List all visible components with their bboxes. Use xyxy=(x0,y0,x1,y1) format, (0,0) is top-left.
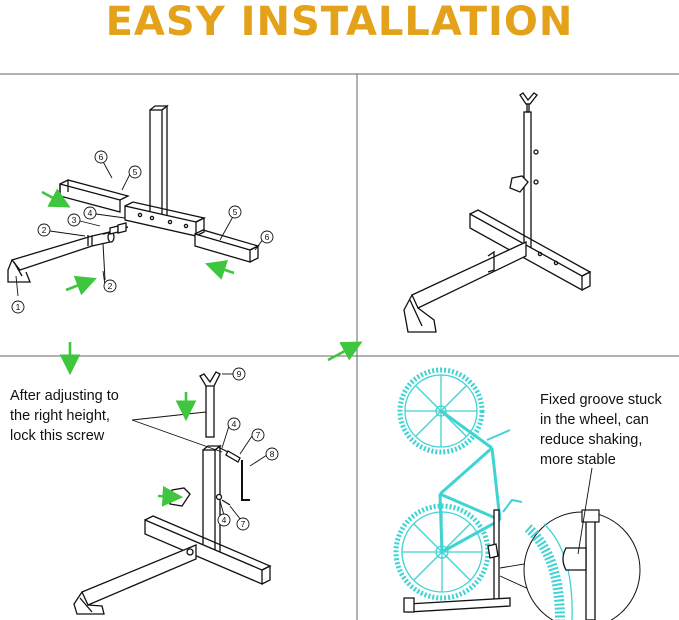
callout-2-bottom xyxy=(103,279,117,293)
note-line: the right height, xyxy=(10,408,110,424)
callout-2-left xyxy=(37,223,51,237)
callout-6-top xyxy=(94,150,108,164)
screw-parts xyxy=(87,222,129,281)
callout-7-upper xyxy=(251,428,265,442)
front-arm xyxy=(7,231,115,283)
callout-4-upper xyxy=(227,417,241,431)
upper-post-tube xyxy=(199,371,221,438)
vertical-post xyxy=(149,104,169,221)
callout-label: 6 xyxy=(265,232,270,242)
callout-3 xyxy=(67,213,81,227)
panel-1-arrows xyxy=(41,188,363,376)
callout-1 xyxy=(11,300,25,314)
callout-4 xyxy=(83,206,97,220)
panel-3-arrows xyxy=(157,392,197,507)
green-arrow-icon xyxy=(157,485,184,507)
panel-1-callout-labels: 6 5 4 3 2 2 1 5 6 xyxy=(16,152,270,312)
callout-7-lower xyxy=(236,517,250,531)
panel-4-note: Fixed groove stuck in the wheel, can red… xyxy=(540,390,662,470)
page-title-text: EASY INSTALLATION xyxy=(105,0,574,45)
panel-3-note: After adjusting to the right height, loc… xyxy=(10,386,119,446)
panel-1-callouts xyxy=(11,150,274,314)
panel-3-post-assembly xyxy=(73,371,272,615)
callout-label: 5 xyxy=(233,207,238,217)
callout-label: 7 xyxy=(241,519,246,529)
assembled-post xyxy=(509,92,539,253)
callout-label: 4 xyxy=(222,515,227,525)
callout-6-right xyxy=(260,230,274,244)
callout-label: 4 xyxy=(88,208,93,218)
note-line: reduce shaking, xyxy=(540,432,643,448)
green-arrow-icon xyxy=(205,260,235,280)
panel-4-bike-on-stand xyxy=(393,367,641,620)
clamp-screw xyxy=(217,446,241,463)
callout-label: 4 xyxy=(232,419,237,429)
allen-key xyxy=(241,460,250,501)
panel-3-callout-labels: 9 4 7 8 4 7 xyxy=(222,369,275,529)
panel-3-callouts xyxy=(217,367,279,531)
rear-arm-left xyxy=(59,179,130,213)
green-arrow-icon xyxy=(65,275,97,296)
callout-label: 2 xyxy=(108,281,113,291)
note-pointer-line xyxy=(577,467,593,555)
callout-label: 6 xyxy=(99,152,104,162)
note-line: in the wheel, can xyxy=(540,412,649,428)
panel-2-assembled-stand xyxy=(403,92,592,333)
panel-3-base xyxy=(73,515,272,615)
note-line: more stable xyxy=(540,452,616,468)
bike-frame xyxy=(438,409,523,554)
green-arrow-icon xyxy=(41,188,71,208)
callout-9 xyxy=(232,367,246,381)
callout-label: 5 xyxy=(133,167,138,177)
callout-label: 2 xyxy=(42,225,47,235)
callout-5-top xyxy=(128,165,142,179)
center-crossbar xyxy=(124,201,206,237)
zoom-detail-circle xyxy=(523,509,641,620)
note-line: After adjusting to xyxy=(10,388,119,404)
callout-label: 7 xyxy=(256,430,261,440)
callout-label: 8 xyxy=(270,449,275,459)
rear-arm-right xyxy=(194,229,260,263)
page-title: EASY INSTALLATION xyxy=(0,0,679,60)
assembled-front-arm xyxy=(403,240,527,333)
callout-label: 9 xyxy=(237,369,242,379)
callout-label: 1 xyxy=(16,302,21,312)
lower-screw xyxy=(215,493,231,506)
note-line: Fixed groove stuck xyxy=(540,392,662,408)
callout-8 xyxy=(265,447,279,461)
note-line: lock this screw xyxy=(10,428,105,444)
callout-label: 3 xyxy=(72,215,77,225)
panel-1-exploded-parts xyxy=(7,104,260,283)
stand-in-use xyxy=(403,509,511,613)
callout-5-right xyxy=(228,205,242,219)
callout-4-lower xyxy=(217,513,231,527)
green-arrow-icon xyxy=(327,341,363,362)
